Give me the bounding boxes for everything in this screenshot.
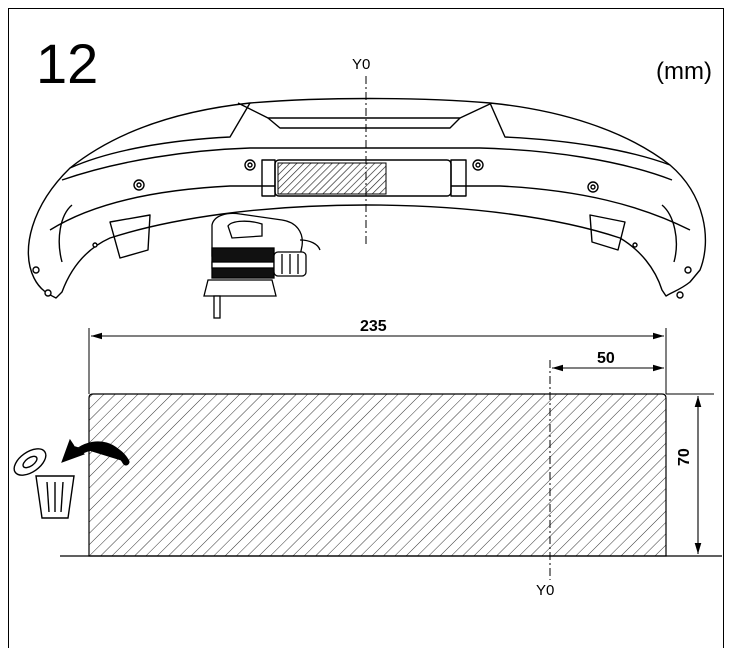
trash-bin-icon [13,448,75,519]
mounting-holes [32,159,692,299]
rear-bumper [27,97,707,299]
offset-label: 50 [597,350,615,367]
overall-width-label: 235 [360,318,387,335]
height-label: 70 [676,448,693,466]
step-number: 12 [36,32,99,95]
unit-label: (mm) [656,58,712,85]
cutout-panel [88,393,667,557]
jigsaw-icon [203,212,321,319]
diagram-frame [8,8,724,648]
y0-label-top: Y0 [352,56,371,73]
cut-zone-on-bumper [277,162,387,195]
y0-label-bottom: Y0 [536,582,555,599]
